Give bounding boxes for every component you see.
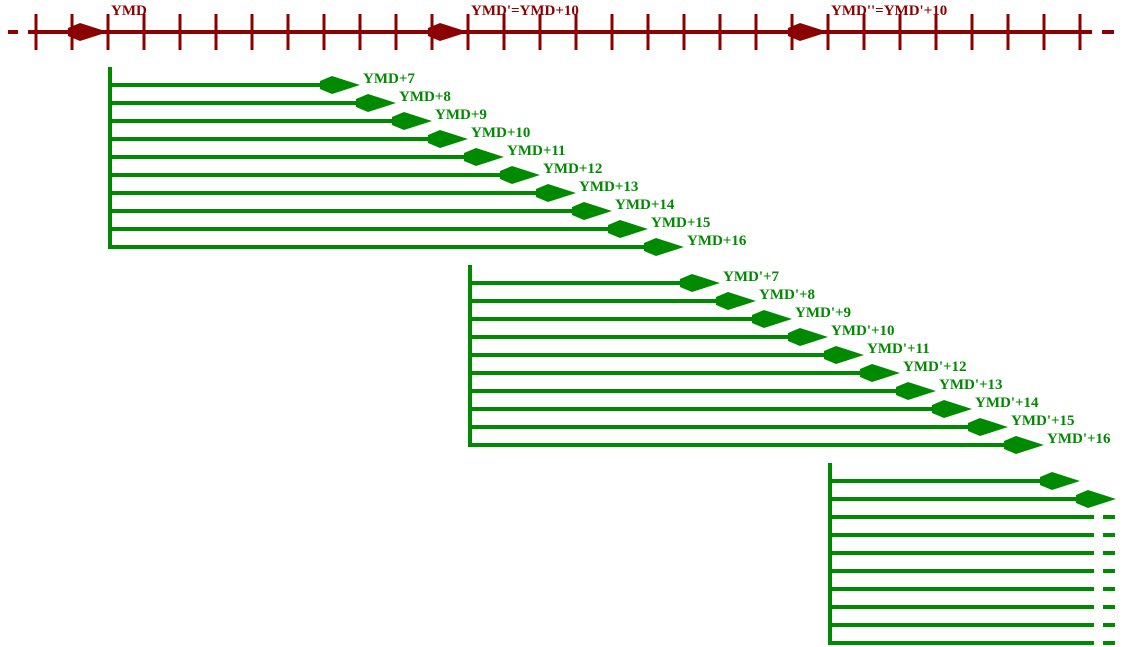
window-arrow-head bbox=[860, 364, 900, 382]
window-arrow-head bbox=[392, 112, 432, 130]
window-arrow-head bbox=[428, 130, 468, 148]
window-label: YMD+9 bbox=[435, 107, 487, 123]
window-arrow-head bbox=[788, 328, 828, 346]
window-arrow-head bbox=[608, 220, 648, 238]
window-label: YMD'+16 bbox=[1047, 431, 1111, 447]
window-label: YMD'+13 bbox=[939, 377, 1003, 393]
window-arrow-head bbox=[1004, 436, 1044, 454]
window-label: YMD+13 bbox=[579, 179, 638, 195]
window-arrow-head bbox=[500, 166, 540, 184]
window-label: YMD+14 bbox=[615, 197, 675, 213]
window-label: YMD'+10 bbox=[831, 323, 895, 339]
window-label: YMD+8 bbox=[399, 89, 451, 105]
window-label: YMD+7 bbox=[363, 71, 415, 87]
timeline-label: YMD''=YMD'+10 bbox=[831, 3, 947, 19]
window-arrow-head bbox=[716, 292, 756, 310]
window-arrow-head bbox=[464, 148, 504, 166]
timeline-label: YMD'=YMD+10 bbox=[471, 3, 579, 19]
window-label: YMD+16 bbox=[687, 233, 747, 249]
window-label: YMD'+11 bbox=[867, 341, 930, 357]
window-label: YMD'+8 bbox=[759, 287, 815, 303]
window-arrow-head bbox=[968, 418, 1008, 436]
window-label: YMD+15 bbox=[651, 215, 710, 231]
window-arrow-head bbox=[824, 346, 864, 364]
window-arrow-head bbox=[536, 184, 576, 202]
window-arrow-head bbox=[932, 400, 972, 418]
window-label: YMD'+12 bbox=[903, 359, 967, 375]
window-arrow-head bbox=[1076, 490, 1116, 508]
window-label: YMD'+9 bbox=[795, 305, 851, 321]
window-label: YMD+10 bbox=[471, 125, 530, 141]
window-arrow-head bbox=[896, 382, 936, 400]
timeline-arrow-marker bbox=[68, 23, 108, 41]
window-arrow-head bbox=[680, 274, 720, 292]
window-label: YMD+12 bbox=[543, 161, 602, 177]
window-arrow-head bbox=[752, 310, 792, 328]
window-label: YMD'+7 bbox=[723, 269, 780, 285]
timeline-arrow-marker bbox=[788, 23, 828, 41]
window-arrow-head bbox=[356, 94, 396, 112]
window-arrow-head bbox=[320, 76, 360, 94]
window-label: YMD'+14 bbox=[975, 395, 1039, 411]
window-arrow-head bbox=[644, 238, 684, 256]
window-arrow-head bbox=[572, 202, 612, 220]
timeline-label: YMD bbox=[111, 3, 147, 19]
window-label: YMD+11 bbox=[507, 143, 566, 159]
window-label: YMD'+15 bbox=[1011, 413, 1075, 429]
timeline-arrow-marker bbox=[428, 23, 468, 41]
window-arrow-head bbox=[1040, 472, 1080, 490]
